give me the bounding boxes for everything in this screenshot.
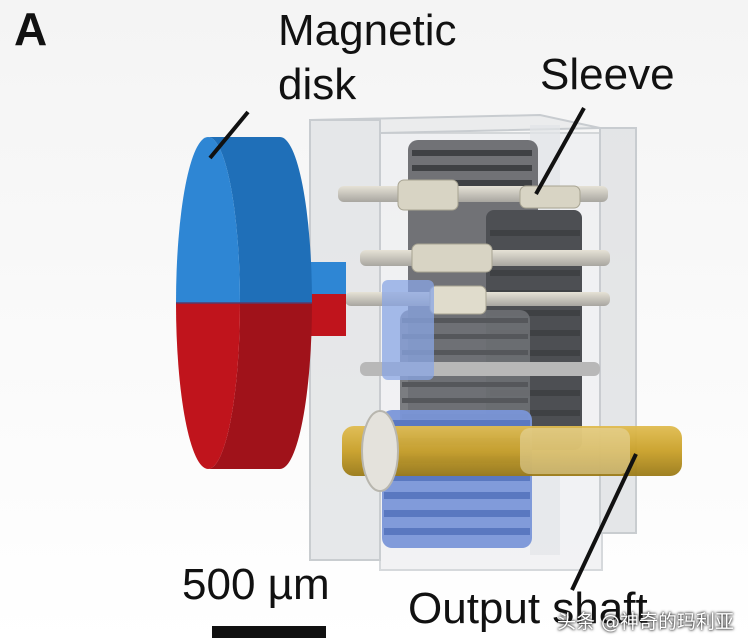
scale-bar bbox=[212, 626, 326, 638]
watermark-text: 头条 @神奇的玛利亚 bbox=[556, 611, 734, 633]
sleeve-leader bbox=[534, 107, 586, 195]
magnetic-disk-label-line2: disk bbox=[278, 60, 357, 109]
sleeve-label: Sleeve bbox=[540, 50, 675, 99]
magnetic-disk-leader bbox=[208, 110, 250, 160]
panel-letter: A bbox=[14, 3, 48, 55]
magnetic-disk-label-line1: Magnetic bbox=[278, 6, 457, 55]
magnetic-disk bbox=[176, 137, 346, 469]
output-shaft bbox=[342, 410, 682, 492]
scale-bar-label: 500 µm bbox=[182, 560, 330, 609]
output-shaft-leader bbox=[570, 453, 638, 591]
sleeves bbox=[397, 179, 581, 315]
output-shaft-label: Output shaft bbox=[408, 584, 648, 633]
